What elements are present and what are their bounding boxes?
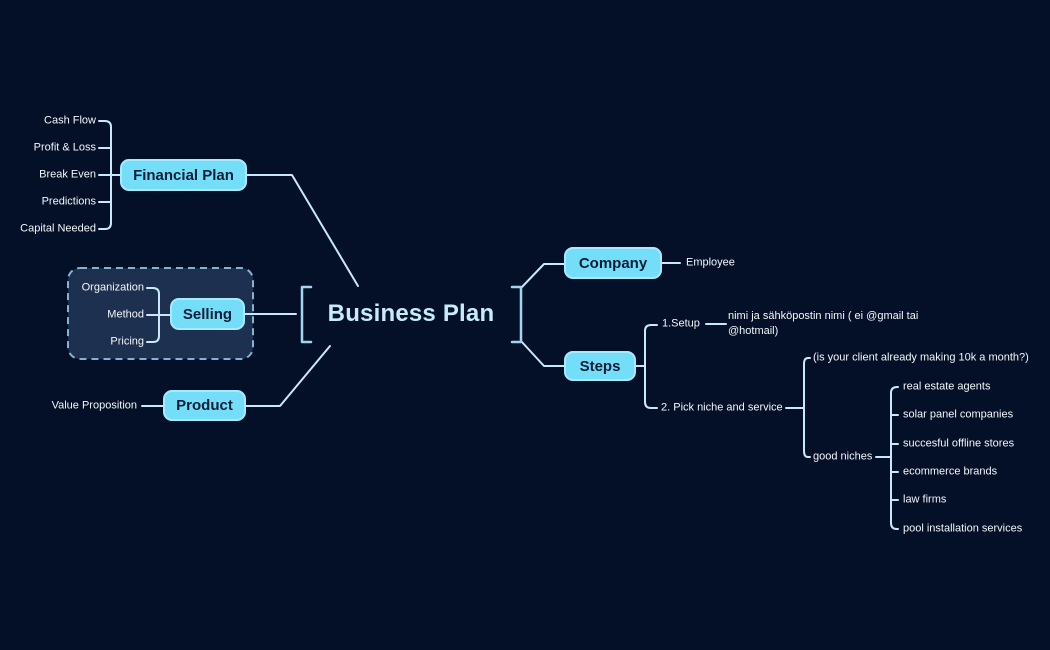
niche-item[interactable]: real estate agents xyxy=(903,380,991,393)
subtopic-break-even[interactable]: Break Even xyxy=(39,168,96,181)
right-bracket-icon xyxy=(510,285,523,344)
topic-financial-plan[interactable]: Financial Plan xyxy=(120,159,247,191)
topic-company[interactable]: Company xyxy=(564,247,662,279)
subtopic-organization[interactable]: Organization xyxy=(81,281,144,294)
subtopic-predictions[interactable]: Predictions xyxy=(41,195,96,208)
subtopic-capital-needed[interactable]: Capital Needed xyxy=(20,222,96,235)
niche-item[interactable]: pool installation services xyxy=(903,522,1023,535)
left-bracket-icon xyxy=(300,285,313,344)
topic-steps[interactable]: Steps xyxy=(564,351,636,381)
subtopic-employee[interactable]: Employee xyxy=(686,256,735,269)
subtopic-setup[interactable]: 1.Setup xyxy=(662,317,700,330)
subtopic-client-question[interactable]: (is your client already making 10k a mon… xyxy=(813,351,1029,364)
subtopic-profit-loss[interactable]: Profit & Loss xyxy=(33,141,96,154)
subtopic-cash-flow[interactable]: Cash Flow xyxy=(44,114,96,127)
niche-item[interactable]: solar panel companies xyxy=(903,408,1014,421)
central-topic[interactable]: Business Plan xyxy=(327,300,495,327)
setup-note[interactable]: nimi ja sähköpostin nimi ( ei @gmail tai… xyxy=(728,310,919,337)
niche-item[interactable]: law firms xyxy=(903,493,947,506)
niche-item[interactable]: succesful offline stores xyxy=(903,437,1015,450)
selling-group-boundary[interactable] xyxy=(67,267,254,360)
topic-product[interactable]: Product xyxy=(163,390,246,421)
subtopic-value-proposition[interactable]: Value Proposition xyxy=(51,399,137,412)
topic-selling[interactable]: Selling xyxy=(170,298,245,330)
subtopic-good-niches[interactable]: good niches xyxy=(813,450,873,463)
subtopic-pricing[interactable]: Pricing xyxy=(110,335,144,348)
niche-item[interactable]: ecommerce brands xyxy=(903,465,998,478)
subtopic-pick-niche[interactable]: 2. Pick niche and service xyxy=(661,401,783,414)
subtopic-method[interactable]: Method xyxy=(107,308,144,321)
